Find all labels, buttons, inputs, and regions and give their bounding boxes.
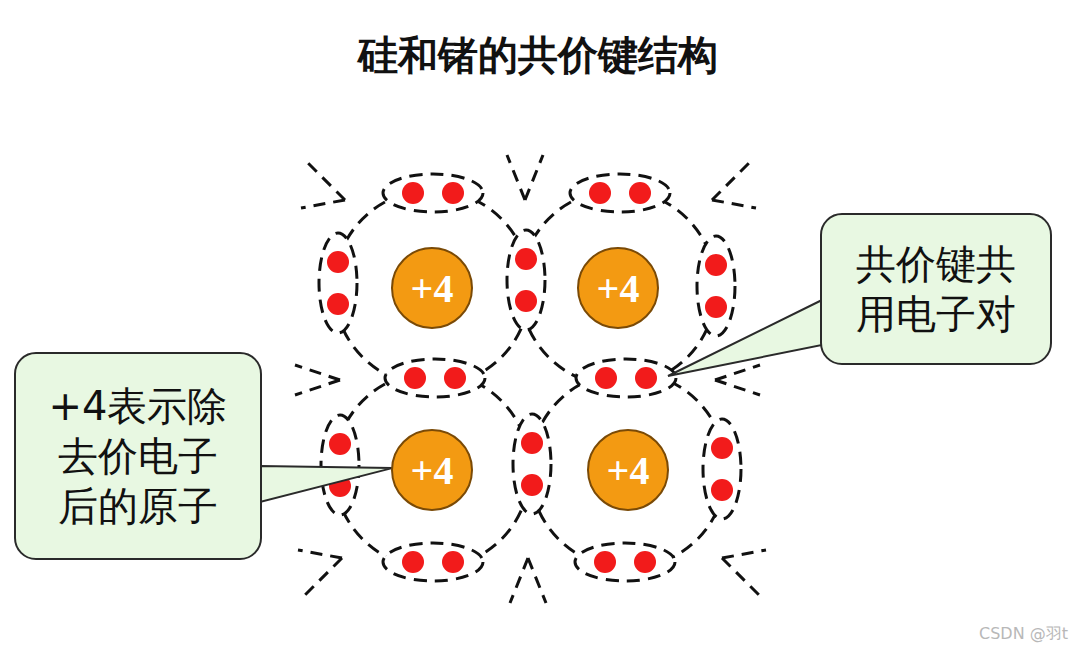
lattice-bond [295, 365, 340, 380]
bond-loop [530, 372, 726, 568]
bond-ellipse [383, 174, 483, 212]
bond-ellipse [513, 414, 551, 514]
lattice-bond [525, 155, 543, 200]
bond-ellipse [507, 230, 545, 330]
electron-dot [589, 182, 611, 204]
electron-dot [595, 367, 617, 389]
atom-circle [588, 430, 668, 510]
electron-dot [515, 248, 537, 270]
callout-text: +4表示除 去价电子 后的原子 [30, 381, 246, 531]
diagram-title: 硅和锗的共价键结构 [0, 28, 1076, 83]
electron-dot [402, 551, 424, 573]
electron-dot [327, 251, 349, 273]
electron-dot [442, 182, 464, 204]
electron-dot [404, 367, 426, 389]
atom-core: +4 [586, 428, 670, 512]
callout-box: +4表示除 去价电子 后的原子 [14, 352, 262, 560]
bond-ellipse [319, 233, 357, 333]
electron-dot [594, 551, 616, 573]
atom-circle [578, 248, 658, 328]
electron-dot [711, 437, 733, 459]
lattice-bond [712, 160, 752, 200]
electron-dot [711, 479, 733, 501]
lattice-bond [305, 160, 345, 200]
electron-dot [402, 182, 424, 204]
lattice-bond [510, 558, 528, 603]
charge-label: +4 [411, 265, 454, 312]
electron-dot [444, 367, 466, 389]
lattice-bond [298, 550, 342, 558]
bond-ellipse [703, 419, 741, 519]
bond-loop [520, 190, 716, 386]
lattice-bond [295, 380, 340, 395]
lattice-bond [507, 155, 525, 200]
lattice-bond [722, 558, 762, 598]
lattice-bond [302, 558, 342, 598]
electron-dot [515, 290, 537, 312]
electron-dot [327, 293, 349, 315]
bond-ellipse [385, 359, 485, 397]
bond-loop [334, 190, 530, 386]
atom-core: +4 [390, 246, 474, 330]
watermark: CSDN @羽t [979, 624, 1068, 645]
lattice-bond [301, 200, 345, 208]
atom-circle [392, 248, 472, 328]
charge-label: +4 [607, 447, 650, 494]
lattice-bond [715, 365, 760, 380]
electron-dot [521, 474, 543, 496]
electron-dot [634, 551, 656, 573]
callout-tail [668, 300, 822, 376]
lattice-bond [528, 558, 546, 603]
atom-core: +4 [576, 246, 660, 330]
callout-text: 共价键共 用电子对 [836, 239, 1036, 339]
bond-ellipse [575, 543, 675, 581]
callout-box: 共价键共 用电子对 [820, 213, 1052, 365]
lattice-bond [712, 200, 756, 208]
callout-pointer [260, 466, 392, 502]
electron-dot [705, 254, 727, 276]
electron-dot [329, 433, 351, 455]
bond-ellipse [570, 174, 670, 212]
atom-core: +4 [390, 428, 474, 512]
electron-dot [635, 367, 657, 389]
lattice-bond [722, 550, 766, 558]
lattice-bond [715, 380, 760, 395]
bond-ellipse [383, 543, 483, 581]
bond-ellipse [321, 415, 359, 515]
atom-circle [392, 430, 472, 510]
electron-dot [629, 182, 651, 204]
electron-dot [442, 551, 464, 573]
bond-ellipse [697, 236, 735, 336]
electron-dot [705, 296, 727, 318]
electron-dot [521, 432, 543, 454]
bond-ellipse [576, 359, 676, 397]
charge-label: +4 [411, 447, 454, 494]
charge-label: +4 [597, 265, 640, 312]
